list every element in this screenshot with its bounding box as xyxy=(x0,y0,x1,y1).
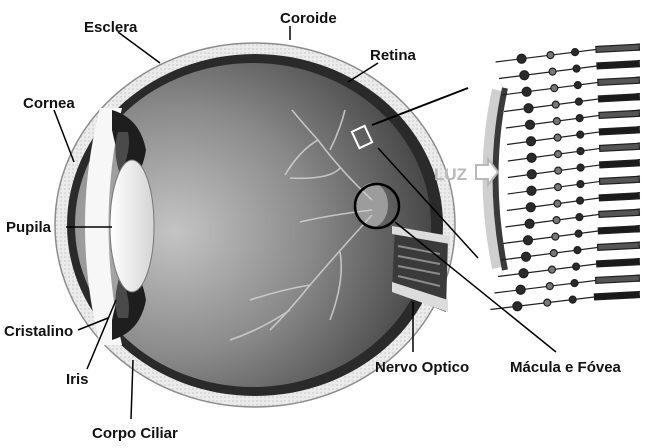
photoreceptor xyxy=(598,77,640,85)
label-cristalino: Cristalino xyxy=(4,323,73,340)
retina-cell-body xyxy=(569,296,576,303)
photoreceptor xyxy=(596,44,640,52)
retina-cell-body xyxy=(575,98,582,105)
retina-cell-body xyxy=(573,65,580,72)
photoreceptor xyxy=(596,275,640,283)
retina-cell-body xyxy=(546,283,553,290)
retina-cell-body xyxy=(527,153,536,162)
retina-cell-body xyxy=(522,87,531,96)
retina-cell-body xyxy=(574,247,581,254)
label-corpo-ciliar: Corpo Ciliar xyxy=(92,425,178,442)
luz-label: LUZ xyxy=(434,165,467,184)
retina-cell-body xyxy=(575,230,582,237)
retina-cell-body xyxy=(571,280,578,287)
lens-shape xyxy=(110,160,154,292)
photoreceptor xyxy=(599,209,640,217)
label-retina: Retina xyxy=(370,47,417,64)
retina-cell-body xyxy=(554,200,561,207)
retina-cell-body xyxy=(574,82,581,89)
retina-cell-body xyxy=(551,85,558,92)
label-coroide: Coroide xyxy=(280,10,337,27)
photoreceptor xyxy=(597,242,639,250)
photoreceptor xyxy=(597,61,640,69)
photoreceptor xyxy=(599,127,639,135)
retina-cell-body xyxy=(572,49,579,56)
retina-cell-body xyxy=(553,118,560,125)
retina-cell-body xyxy=(527,186,536,195)
retina-cell-body xyxy=(548,266,555,273)
photoreceptor xyxy=(599,176,639,184)
retina-cell-body xyxy=(577,181,584,188)
label-macula-fovea: Mácula e Fóvea xyxy=(510,359,622,376)
label-esclera: Esclera xyxy=(84,19,138,36)
photoreceptor xyxy=(594,292,639,300)
retina-cells-detail xyxy=(488,44,641,311)
retina-cell-body xyxy=(516,285,525,294)
photoreceptor xyxy=(598,94,639,102)
retina-cell-body xyxy=(577,148,584,155)
retina-cell-body xyxy=(577,197,584,204)
retina-cell-body xyxy=(553,217,560,224)
retina-cell-body xyxy=(513,302,522,311)
retina-cell-body xyxy=(517,54,526,63)
label-pupila: Pupila xyxy=(6,219,52,236)
retina-cell-body xyxy=(525,120,534,129)
retina-cell-body xyxy=(520,71,529,80)
retina-cell-body xyxy=(524,236,533,245)
retina-cell-body xyxy=(524,104,533,113)
photoreceptor xyxy=(600,143,640,151)
retina-cell-body xyxy=(526,203,535,212)
retina-cell-body xyxy=(554,134,561,141)
retina-cell-body xyxy=(544,299,551,306)
retina-cell-body xyxy=(577,164,584,171)
retina-cell-body xyxy=(547,52,554,59)
retina-cell-body xyxy=(522,252,531,261)
label-iris: Iris xyxy=(66,371,89,388)
retina-cell-body xyxy=(576,214,583,221)
retina-cell-body xyxy=(552,233,559,240)
retina-cell-body xyxy=(519,269,528,278)
photoreceptor xyxy=(598,226,639,234)
retina-cell-body xyxy=(576,115,583,122)
retina-cell-body xyxy=(527,170,536,179)
photoreceptor xyxy=(599,193,639,201)
retina-cell-body xyxy=(577,131,584,138)
label-nervo-optico: Nervo Optico xyxy=(375,359,469,376)
photoreceptor xyxy=(600,160,640,168)
retina-cell-body xyxy=(527,137,536,146)
retina-cell-body xyxy=(525,219,534,228)
retina-cell-body xyxy=(549,68,556,75)
retina-cell-body xyxy=(555,151,562,158)
photoreceptor xyxy=(599,110,640,118)
retina-cell-body xyxy=(555,167,562,174)
retina-cell-body xyxy=(550,250,557,257)
retina-cell-body xyxy=(554,184,561,191)
retina-cell-body xyxy=(552,101,559,108)
retina-cell-body xyxy=(573,263,580,270)
photoreceptor xyxy=(597,259,640,267)
label-cornea: Cornea xyxy=(23,95,75,112)
